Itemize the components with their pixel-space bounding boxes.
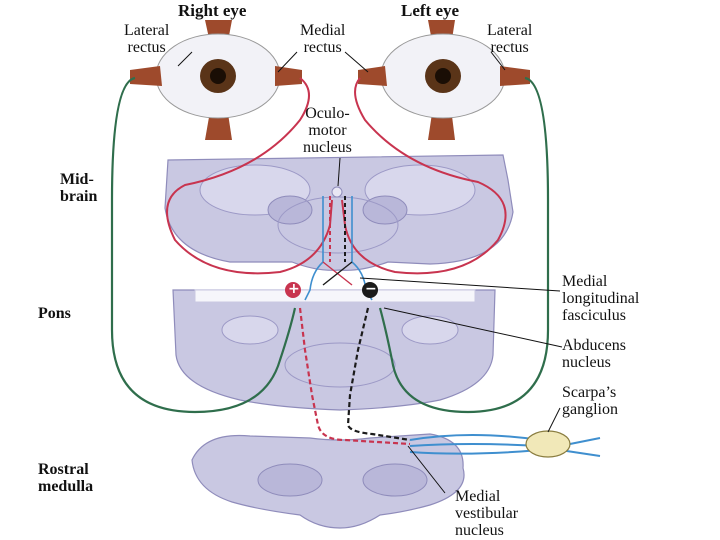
oculomotor-nucleus-marker (332, 187, 342, 197)
minus-sign: − (365, 281, 377, 298)
plus-sign: + (288, 281, 300, 298)
midbrain-label: Mid-brain (60, 171, 97, 205)
right-eye-title: Right eye (178, 2, 246, 19)
pons-section (173, 290, 495, 410)
left-eye-title: Left eye (401, 2, 459, 19)
scarpa-ganglion (526, 431, 570, 457)
medulla-section (192, 434, 464, 528)
pons-label: Pons (38, 305, 71, 322)
